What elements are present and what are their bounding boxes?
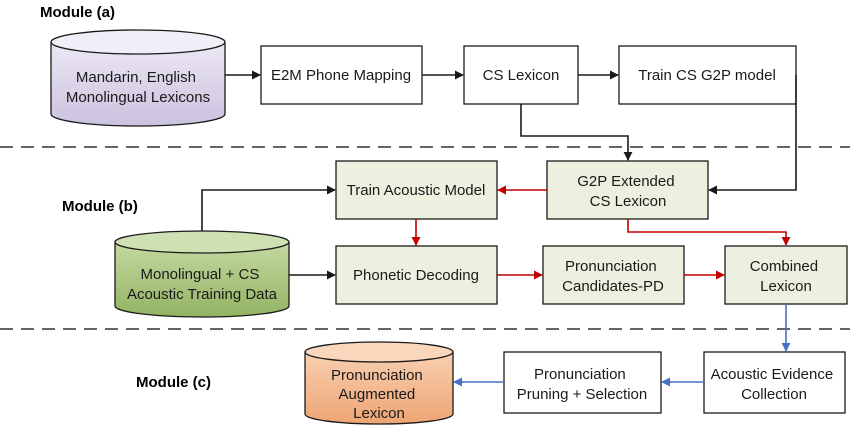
module-b-label: Module (b)	[62, 198, 138, 215]
arrow-cs-lexicon-to-g2p-extended	[520, 104, 633, 161]
e2m-label: E2M Phone Mapping	[271, 67, 411, 84]
combined-line-1: Combined	[750, 258, 818, 275]
arrow-training-data-to-train-acoustic	[201, 185, 336, 231]
acoustic-evidence-line-1: Acoustic Evidence	[711, 366, 834, 383]
arrow-g2p-extended-to-combined	[627, 219, 791, 246]
e2m-phone-mapping-box: E2M Phone Mapping	[260, 45, 423, 105]
acoustic-evidence-collection-box: Acoustic Evidence Collection	[703, 351, 846, 414]
pruning-line-2: Pruning + Selection	[517, 386, 648, 403]
pronunciation-pruning-box: Pronunciation Pruning + Selection	[503, 351, 662, 414]
training-data-line-1: Monolingual + CS	[141, 266, 260, 283]
svg-text:Combined Lexicon: Combined Lexicon	[750, 258, 823, 295]
module-a-label: Module (a)	[40, 4, 115, 21]
combined-lexicon-box: Combined Lexicon	[724, 245, 848, 305]
lexicons-line-2: Monolingual Lexicons	[66, 89, 210, 106]
svg-text:Pronunciation Candidates: Pronunciation Candidates-PD	[562, 258, 664, 295]
train-acoustic-model-box: Train Acoustic Model	[335, 160, 498, 220]
acoustic-evidence-line-2: Collection	[741, 386, 807, 403]
train-acoustic-label: Train Acoustic Model	[347, 182, 486, 199]
cs-lexicon-label: CS Lexicon	[483, 67, 560, 84]
augmented-line-2: Augmented	[339, 386, 416, 403]
svg-text:Mandarin, English Monoli: Mandarin, English Monolingual Lexicons	[66, 69, 210, 106]
train-cs-g2p-box: Train CS G2P model	[618, 45, 797, 105]
cs-lexicon-box: CS Lexicon	[463, 45, 579, 105]
train-g2p-label: Train CS G2P model	[638, 67, 776, 84]
augmented-line-1: Pronunciation	[331, 367, 423, 384]
svg-text:Monolingual + CS Acousti: Monolingual + CS Acoustic Training Data	[127, 266, 278, 303]
pron-candidates-line-2: Candidates-PD	[562, 278, 664, 295]
augmented-lexicon-database: Pronunciation Augmented Lexicon	[304, 341, 454, 425]
g2p-extended-cs-lexicon-box: G2P Extended CS Lexicon	[546, 160, 709, 220]
training-data-line-2: Acoustic Training Data	[127, 286, 278, 303]
svg-text:G2P Extended CS Lexicon: G2P Extended CS Lexicon	[577, 173, 678, 210]
svg-text:Acoustic Evidence Collec: Acoustic Evidence Collection	[711, 366, 838, 403]
g2p-extended-line-1: G2P Extended	[577, 173, 674, 190]
module-c-label: Module (c)	[136, 374, 211, 391]
pruning-line-1: Pronunciation	[534, 366, 626, 383]
svg-text:Pronunciation Augmented: Pronunciation Augmented Lexicon	[331, 367, 427, 422]
phonetic-decoding-label: Phonetic Decoding	[353, 267, 479, 284]
pronunciation-candidates-box: Pronunciation Candidates-PD	[542, 245, 685, 305]
pron-candidates-line-1: Pronunciation	[565, 258, 657, 275]
lexicons-line-1: Mandarin, English	[76, 69, 196, 86]
lexicons-database: Mandarin, English Monolingual Lexicons	[50, 29, 226, 127]
svg-text:Pronunciation Pruning +: Pronunciation Pruning + Selection	[517, 366, 648, 403]
g2p-extended-line-2: CS Lexicon	[590, 193, 667, 210]
combined-line-2: Lexicon	[760, 278, 812, 295]
phonetic-decoding-box: Phonetic Decoding	[335, 245, 498, 305]
training-data-database: Monolingual + CS Acoustic Training Data	[114, 230, 290, 318]
augmented-line-3: Lexicon	[353, 405, 405, 422]
arrow-train-g2p-to-g2p-extended	[708, 75, 797, 195]
